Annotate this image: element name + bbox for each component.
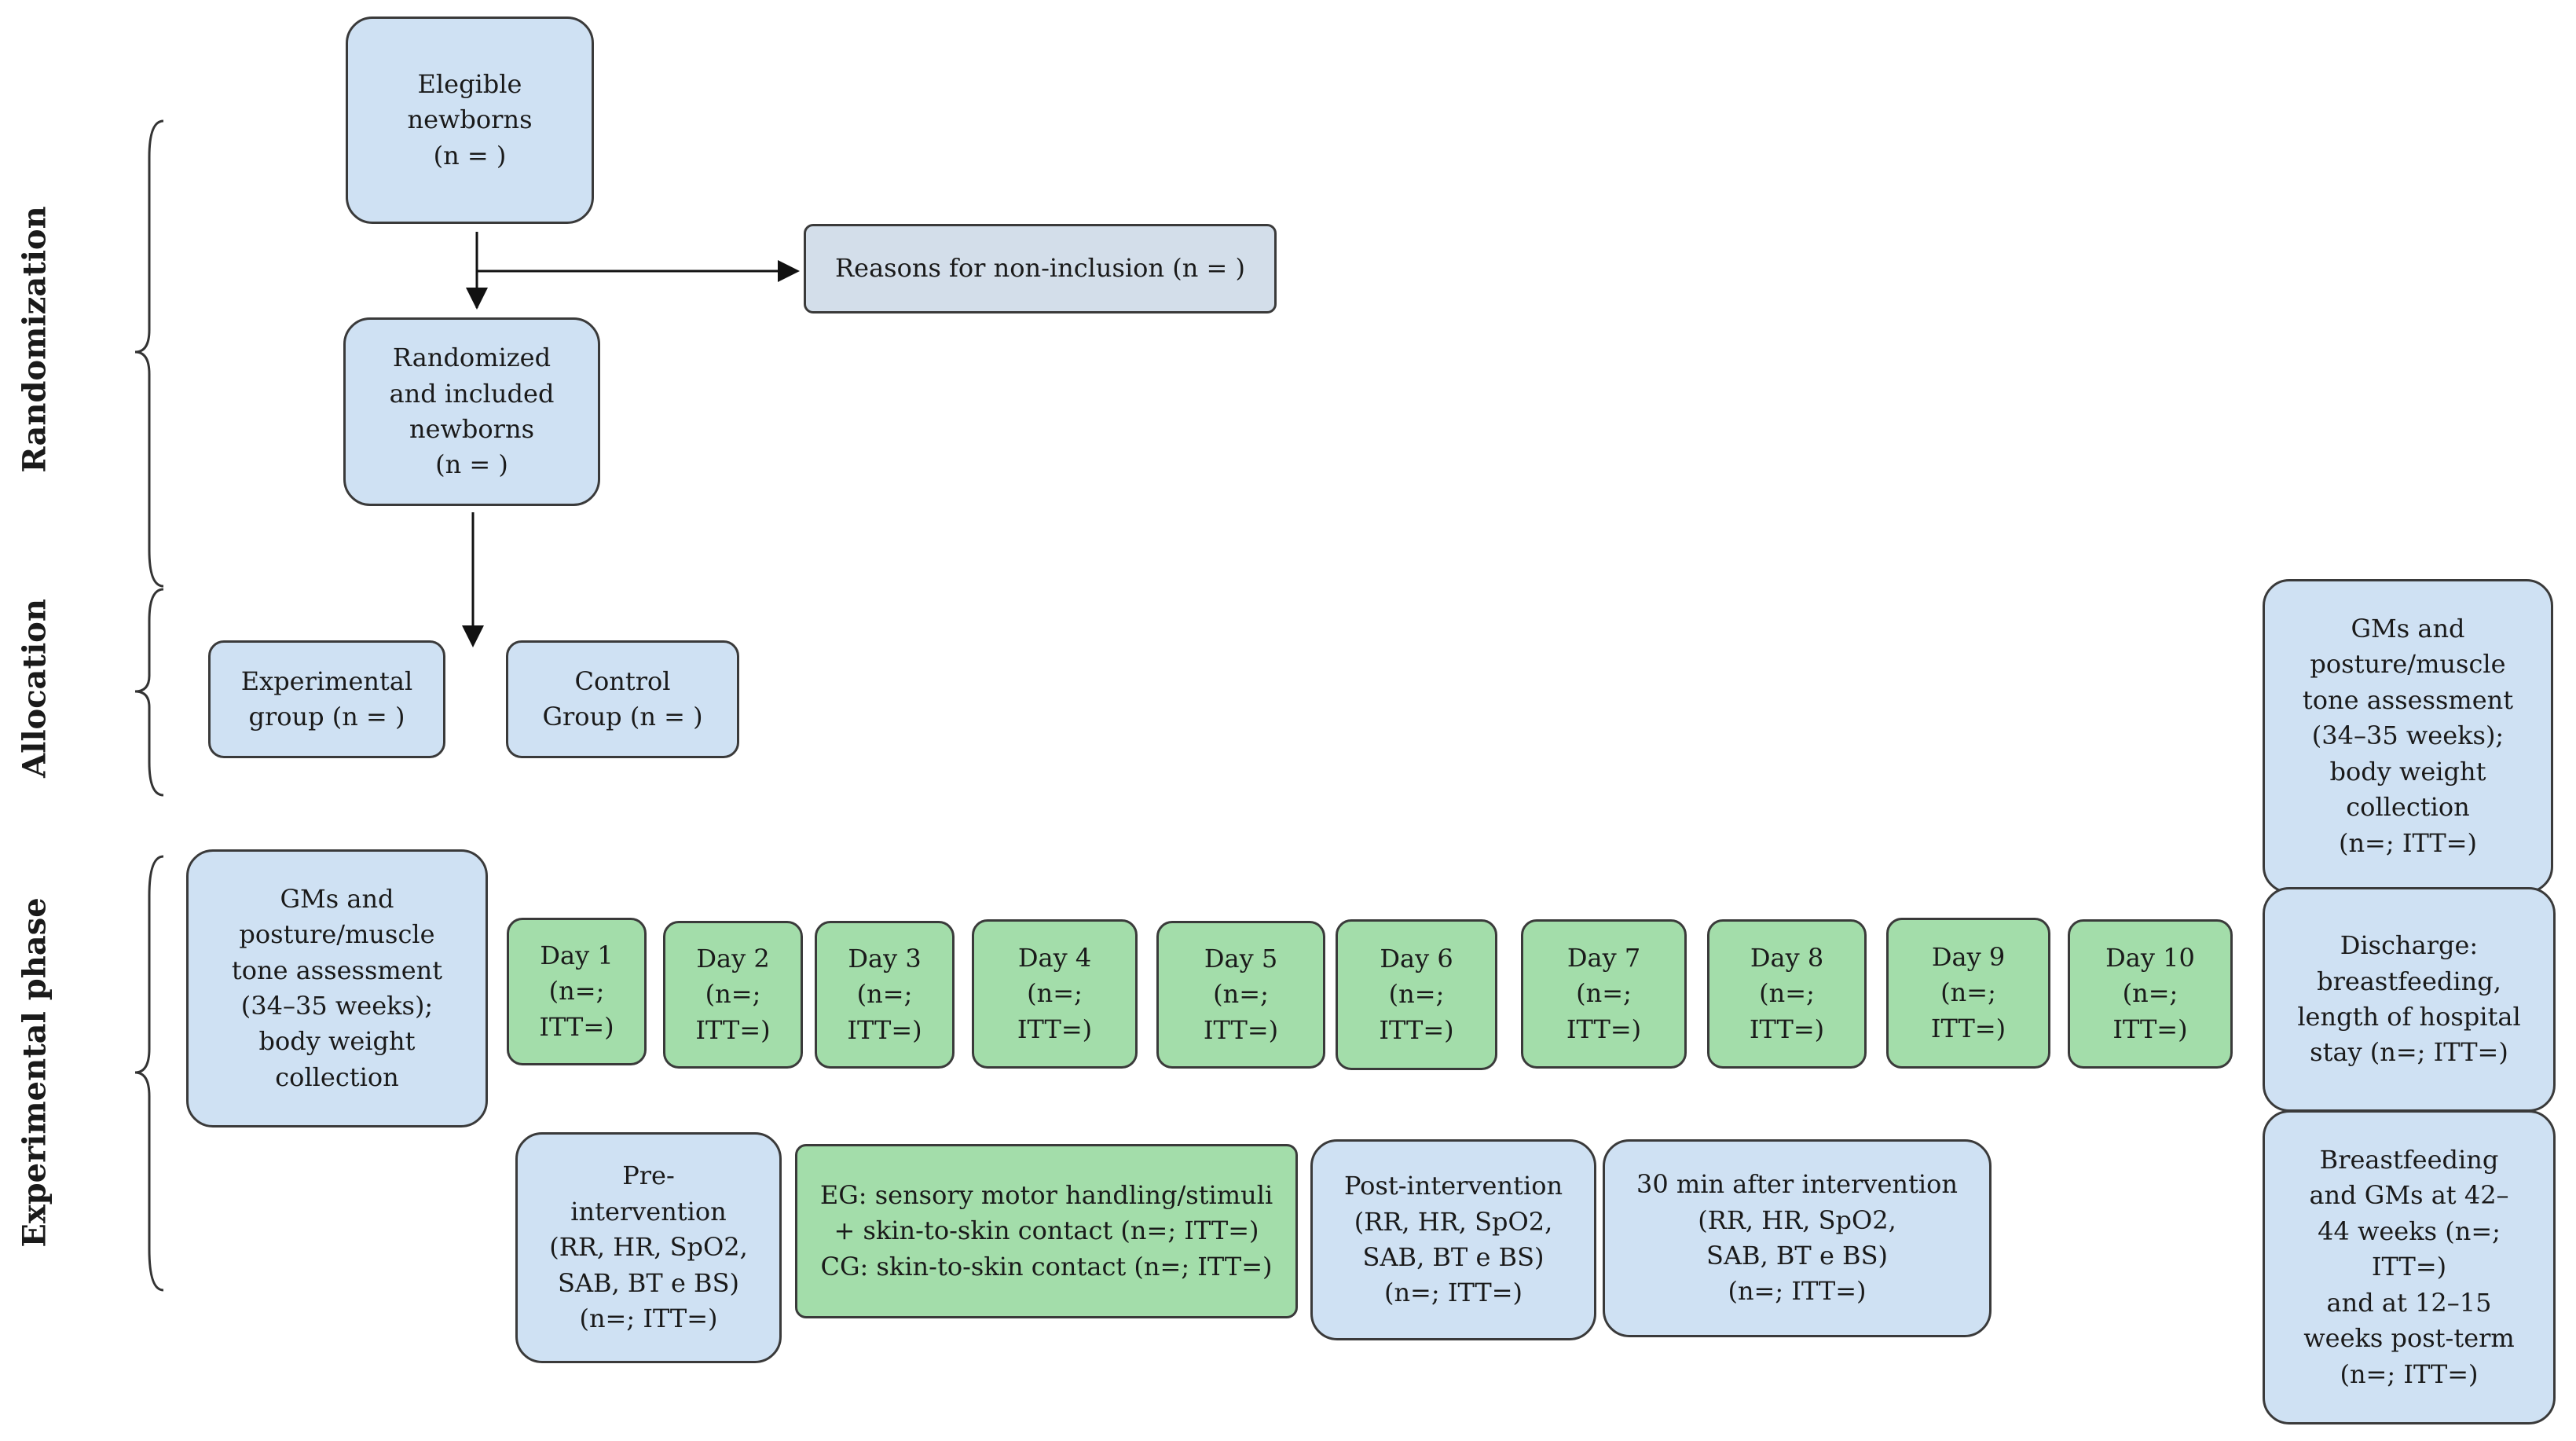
randomized-newborns-box: Randomized and included newborns (n = ) bbox=[343, 317, 600, 506]
followup-text: Breastfeeding and GMs at 42– 44 weeks (n… bbox=[2303, 1144, 2515, 1389]
day-6-text: Day 6 (n=; ITT=) bbox=[1379, 943, 1454, 1045]
day-9-box: Day 9 (n=; ITT=) bbox=[1886, 918, 2050, 1069]
final-assessment-box: GMs and posture/muscle tone assessment (… bbox=[2263, 579, 2553, 893]
control-group-box: Control Group (n = ) bbox=[506, 640, 739, 758]
experimental-group-text: Experimental group (n = ) bbox=[240, 666, 413, 732]
control-group-text: Control Group (n = ) bbox=[542, 666, 703, 732]
baseline-assessment-box: GMs and posture/muscle tone assessment (… bbox=[186, 849, 488, 1128]
non-inclusion-box: Reasons for non-inclusion (n = ) bbox=[804, 224, 1277, 314]
day-8-box: Day 8 (n=; ITT=) bbox=[1707, 919, 1867, 1069]
day-1-text: Day 1 (n=; ITT=) bbox=[539, 940, 614, 1042]
pre-intervention-text: Pre- intervention (RR, HR, SpO2, SAB, BT… bbox=[549, 1160, 748, 1334]
after-30min-text: 30 min after intervention (RR, HR, SpO2,… bbox=[1636, 1169, 1958, 1307]
arrowhead-right bbox=[778, 260, 800, 282]
experimental-group-box: Experimental group (n = ) bbox=[208, 640, 445, 758]
eligible-newborns-box: Elegible newborns (n = ) bbox=[346, 16, 594, 224]
brace-allocation bbox=[134, 588, 164, 797]
pre-intervention-box: Pre- intervention (RR, HR, SpO2, SAB, BT… bbox=[515, 1132, 782, 1363]
arrowhead-down-2 bbox=[462, 625, 484, 647]
day-5-box: Day 5 (n=; ITT=) bbox=[1156, 921, 1325, 1069]
day-1-box: Day 1 (n=; ITT=) bbox=[507, 918, 647, 1065]
day-10-text: Day 10 (n=; ITT=) bbox=[2105, 942, 2195, 1044]
day-7-box: Day 7 (n=; ITT=) bbox=[1521, 919, 1687, 1069]
arrowhead-down-1 bbox=[466, 288, 488, 310]
post-intervention-text: Post-intervention (RR, HR, SpO2, SAB, BT… bbox=[1343, 1171, 1563, 1308]
day-3-text: Day 3 (n=; ITT=) bbox=[847, 943, 922, 1045]
discharge-text: Discharge: breastfeeding, length of hosp… bbox=[2297, 930, 2521, 1068]
day-4-text: Day 4 (n=; ITT=) bbox=[1017, 942, 1093, 1044]
baseline-assessment-text: GMs and posture/muscle tone assessment (… bbox=[231, 883, 443, 1092]
intervention-text: EG: sensory motor handling/stimuli + ski… bbox=[819, 1179, 1273, 1282]
discharge-box: Discharge: breastfeeding, length of hosp… bbox=[2263, 887, 2556, 1112]
after-30min-box: 30 min after intervention (RR, HR, SpO2,… bbox=[1603, 1139, 1992, 1337]
intervention-box: EG: sensory motor handling/stimuli + ski… bbox=[795, 1144, 1298, 1318]
day-4-box: Day 4 (n=; ITT=) bbox=[972, 919, 1138, 1069]
day-7-text: Day 7 (n=; ITT=) bbox=[1566, 942, 1642, 1044]
final-assessment-text: GMs and posture/muscle tone assessment (… bbox=[2302, 613, 2514, 858]
day-3-box: Day 3 (n=; ITT=) bbox=[815, 921, 955, 1069]
day-8-text: Day 8 (n=; ITT=) bbox=[1749, 942, 1825, 1044]
non-inclusion-text: Reasons for non-inclusion (n = ) bbox=[835, 253, 1245, 284]
post-intervention-box: Post-intervention (RR, HR, SpO2, SAB, BT… bbox=[1310, 1139, 1596, 1340]
day-2-box: Day 2 (n=; ITT=) bbox=[663, 921, 803, 1069]
phase-label-randomization: Randomization bbox=[16, 206, 53, 473]
day-9-text: Day 9 (n=; ITT=) bbox=[1930, 941, 2006, 1043]
brace-experimental bbox=[134, 855, 164, 1292]
brace-randomization bbox=[134, 119, 164, 588]
randomized-newborns-text: Randomized and included newborns (n = ) bbox=[389, 343, 555, 480]
day-6-box: Day 6 (n=; ITT=) bbox=[1336, 919, 1497, 1070]
eligible-newborns-text: Elegible newborns (n = ) bbox=[407, 68, 533, 170]
day-5-text: Day 5 (n=; ITT=) bbox=[1203, 943, 1279, 1045]
day-10-box: Day 10 (n=; ITT=) bbox=[2068, 919, 2233, 1069]
phase-label-allocation: Allocation bbox=[16, 599, 53, 778]
phase-label-experimental: Experimental phase bbox=[16, 897, 53, 1248]
followup-box: Breastfeeding and GMs at 42– 44 weeks (n… bbox=[2263, 1110, 2556, 1424]
day-2-text: Day 2 (n=; ITT=) bbox=[695, 943, 771, 1045]
